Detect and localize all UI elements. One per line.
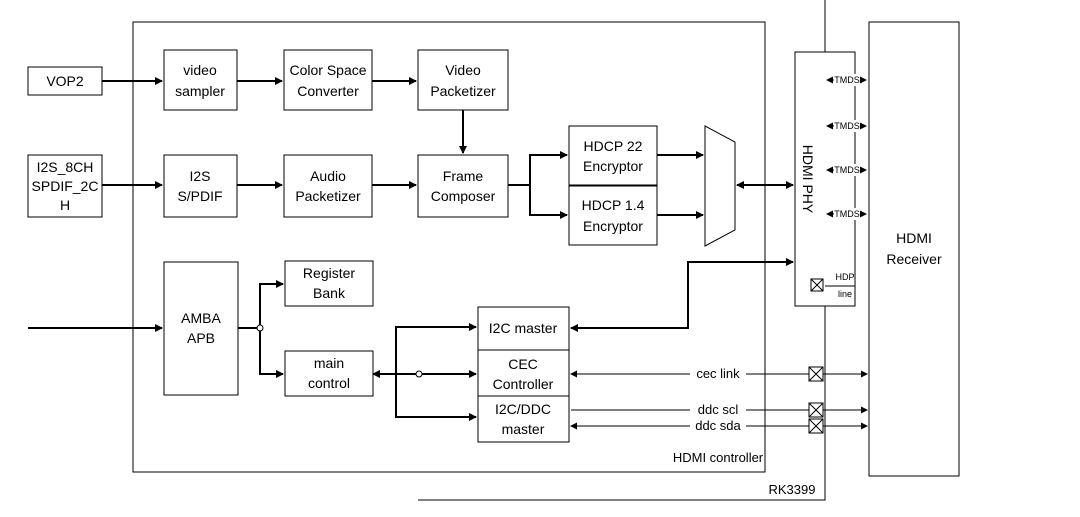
- i2s-source-label-2: SPDIF_2C: [32, 178, 99, 194]
- svg-text:TMDS: TMDS: [834, 165, 860, 175]
- audio-packetizer-label-1: Audio: [310, 168, 346, 184]
- arrow-to-main-control: [259, 331, 284, 378]
- csc-label-1: Color Space: [289, 62, 366, 78]
- color-space-converter-block: [283, 49, 373, 111]
- video-packetizer-block: [417, 49, 509, 111]
- i2s-source-block: [27, 154, 103, 218]
- video-sampler-block: [163, 49, 238, 111]
- i2c-master-block: [477, 306, 570, 351]
- hdcp22-block: [568, 125, 658, 186]
- cec-label-2: Controller: [493, 376, 554, 392]
- hdp-label-2: line: [838, 289, 852, 299]
- i2s-spdif-label-1: I2S: [189, 168, 210, 184]
- rk3399-label: RK3399: [769, 482, 816, 497]
- hdmi-receiver-label-2: Receiver: [886, 251, 942, 267]
- svg-text:ddc scl: ddc scl: [698, 402, 739, 417]
- hdmi-controller-frame: [132, 21, 766, 473]
- hdcp14-label-1: HDCP 1.4: [582, 197, 645, 213]
- arrow-composer-to-hdcp22: [508, 151, 568, 186]
- i2s-source-label-1: I2S_8CH: [37, 159, 94, 175]
- csc-label-2: Converter: [297, 83, 359, 99]
- video-packetizer-label-1: Video: [445, 62, 481, 78]
- register-bank-block: [284, 260, 374, 307]
- frame-composer-label-1: Frame: [443, 168, 484, 184]
- tmds-lane: TMDS: [826, 208, 867, 220]
- vop2-label: VOP2: [46, 73, 84, 89]
- arrow-main-to-ddc: [395, 374, 477, 421]
- ddc-sda-link: ddc sda: [570, 418, 868, 434]
- cec-label-1: CEC: [508, 356, 538, 372]
- i2s-source-label-3: H: [60, 197, 70, 213]
- arrow-main-to-i2c: [395, 323, 477, 374]
- register-bank-label-1: Register: [303, 265, 355, 281]
- frame-composer-label-2: Composer: [431, 188, 496, 204]
- mux-block: [704, 125, 736, 247]
- i2s-spdif-label-2: S/PDIF: [177, 188, 222, 204]
- hdcp14-label-2: Encryptor: [583, 218, 643, 234]
- hdmi-receiver-block: [868, 21, 960, 477]
- amba-apb-block: [163, 261, 239, 396]
- audio-packetizer-block: [283, 154, 373, 218]
- arrow-i2c-to-phy: [570, 258, 794, 332]
- video-sampler-label-2: sampler: [175, 83, 225, 99]
- main-control-label-1: main: [314, 355, 344, 371]
- main-control-block: [284, 350, 374, 397]
- junction-node: [256, 324, 264, 332]
- hdmi-phy-block: [794, 51, 856, 307]
- i2s-spdif-block: [163, 154, 238, 218]
- ddc-scl-link: ddc scl: [571, 402, 868, 418]
- amba-label-1: AMBA: [181, 310, 221, 326]
- frame-composer-block: [417, 154, 509, 218]
- register-bank-label-2: Bank: [313, 285, 346, 301]
- junction-node: [415, 370, 423, 378]
- video-packetizer-label-2: Packetizer: [430, 83, 496, 99]
- tmds-lane: TMDS: [826, 164, 867, 176]
- cec-link: cec link: [570, 366, 868, 382]
- arrow-to-register-bank: [259, 280, 284, 325]
- hdmi-receiver-label-1: HDMI: [896, 230, 932, 246]
- tmds-lane: TMDS: [826, 74, 867, 86]
- main-control-label-2: control: [308, 375, 350, 391]
- svg-text:TMDS: TMDS: [834, 209, 860, 219]
- video-sampler-label-1: video: [183, 62, 217, 78]
- audio-packetizer-label-2: Packetizer: [295, 188, 361, 204]
- hdmi-phy-label: HDMI PHY: [800, 145, 816, 214]
- hdmi-controller-label: HDMI controller: [673, 450, 764, 465]
- hdcp22-label-1: HDCP 22: [584, 138, 643, 154]
- svg-text:TMDS: TMDS: [834, 75, 860, 85]
- arrow-composer-to-hdcp14: [529, 185, 568, 219]
- svg-text:cec link: cec link: [696, 366, 740, 381]
- amba-label-2: APB: [187, 330, 215, 346]
- i2c-ddc-label-2: master: [502, 421, 545, 437]
- hdcp14-block: [568, 185, 658, 246]
- svg-text:TMDS: TMDS: [834, 121, 860, 131]
- hdp-label-1: HDP: [835, 272, 854, 282]
- i2c-ddc-master-block: [477, 395, 570, 443]
- i2c-master-label: I2C master: [489, 320, 558, 336]
- i2c-ddc-label-1: I2C/DDC: [495, 401, 551, 417]
- tmds-lane: TMDS: [826, 120, 867, 132]
- svg-text:ddc sda: ddc sda: [695, 418, 741, 433]
- hdcp22-label-2: Encryptor: [583, 158, 643, 174]
- vop2-block: [27, 66, 103, 96]
